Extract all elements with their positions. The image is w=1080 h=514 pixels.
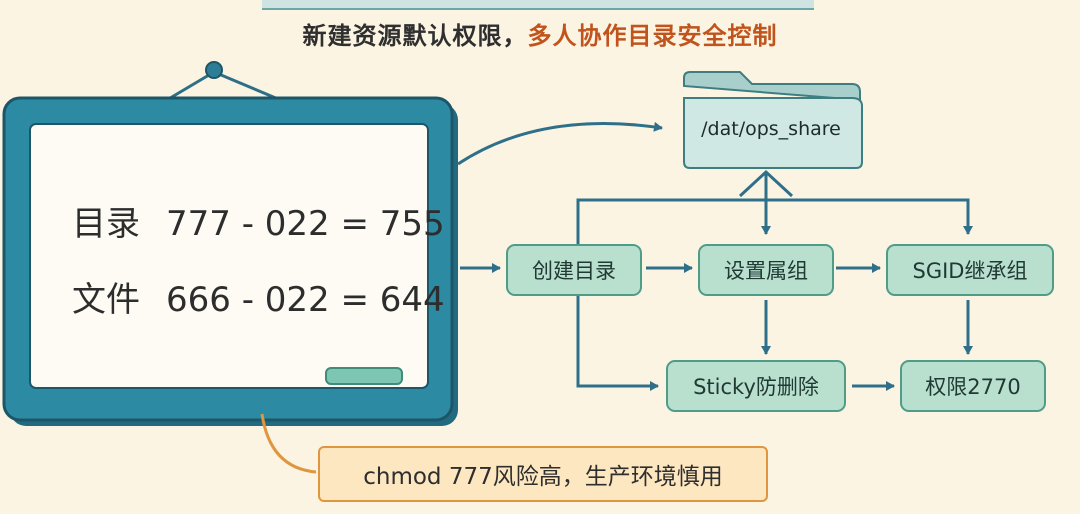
board-line-file: 文件 666 - 022 = 644: [72, 272, 445, 321]
node-sgid-inherit: SGID继承组: [886, 244, 1054, 296]
board-formula-directory: 777 - 022 = 755: [166, 204, 445, 244]
node-set-group: 设置属组: [698, 244, 834, 296]
node-create-directory: 创建目录: [506, 244, 642, 296]
board-line-directory: 目录 777 - 022 = 755: [72, 196, 445, 245]
warning-note: chmod 777风险高，生产环境慎用: [318, 446, 768, 502]
arrow-create-to-sticky: [576, 296, 659, 391]
whiteboard: [2, 96, 458, 426]
folder-icon: [683, 71, 863, 169]
board-label-directory: 目录: [72, 204, 140, 244]
title-main: 新建资源默认权限，: [302, 22, 528, 50]
node-permission-2770: 权限2770: [900, 360, 1046, 412]
marker-tray: [325, 367, 403, 385]
title-accent: 多人协作目录安全控制: [527, 22, 778, 50]
board-formula-file: 666 - 022 = 644: [166, 280, 445, 320]
top-banner-stripe: [262, 0, 814, 10]
board-label-file: 文件: [72, 280, 140, 320]
note-connector: [260, 413, 317, 474]
arrow-board-to-folder: [457, 121, 663, 166]
folder-branch-lines: [576, 169, 973, 246]
page-title: 新建资源默认权限，多人协作目录安全控制: [0, 16, 1080, 51]
folder-path-label: /dat/ops_share: [701, 118, 841, 140]
node-sticky-bit: Sticky防删除: [666, 360, 846, 412]
